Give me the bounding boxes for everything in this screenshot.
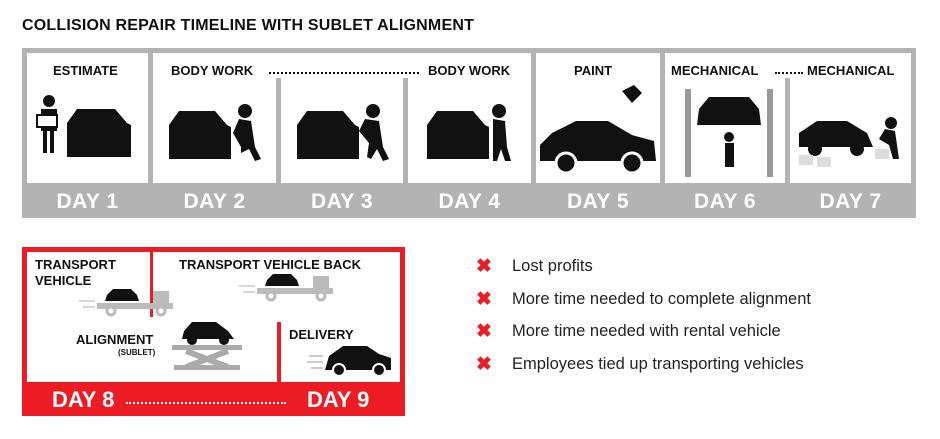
day-label: DAY 2 bbox=[183, 190, 246, 213]
drawback-item: ✖ Employees tied up transporting vehicles bbox=[476, 353, 804, 376]
body-repair-icon bbox=[297, 104, 389, 161]
transport-back-label: TRANSPORT VEHICLE BACK bbox=[179, 257, 362, 272]
day-label: DAY 3 bbox=[310, 190, 374, 213]
dotted-connector bbox=[775, 72, 803, 74]
divider bbox=[785, 78, 790, 188]
stage-label: BODY WORK bbox=[428, 63, 511, 78]
panel-bg bbox=[150, 317, 154, 382]
body-repair-icon bbox=[427, 104, 511, 161]
page-title: COLLISION REPAIR TIMELINE WITH SUBLET AL… bbox=[22, 17, 475, 34]
stage-label: MECHANICAL bbox=[807, 63, 895, 78]
tow-truck-icon bbox=[239, 274, 333, 302]
sublet-timeline-days-8-9: TRANSPORT VEHICLE TRANSPORT VEHICLE BACK… bbox=[22, 247, 405, 416]
stage-label: MECHANICAL bbox=[671, 63, 759, 78]
timeline-days-1-7: ESTIMATE BODY WORK BODY WORK PAINT MECHA… bbox=[22, 48, 916, 218]
stage-label: BODY WORK bbox=[171, 63, 254, 78]
transport-vehicle-label: TRANSPORT VEHICLE bbox=[35, 257, 116, 288]
day-label: DAY 6 bbox=[693, 190, 757, 213]
alignment-lift-icon bbox=[172, 322, 242, 370]
day-label: DAY 7 bbox=[819, 190, 882, 213]
divider bbox=[277, 322, 281, 382]
dotted-connector bbox=[126, 402, 286, 404]
x-icon: ✖ bbox=[476, 256, 492, 277]
lift-icon bbox=[685, 89, 773, 177]
day-label: DAY 4 bbox=[438, 190, 501, 213]
stage-label: ESTIMATE bbox=[53, 63, 118, 78]
paint-car-icon bbox=[540, 85, 656, 175]
panel-bg bbox=[27, 252, 150, 382]
divider bbox=[403, 78, 408, 188]
drawback-item: ✖ More time needed to complete alignment bbox=[476, 288, 811, 311]
panel-estimate: ESTIMATE bbox=[27, 53, 148, 183]
tow-truck-icon bbox=[79, 289, 173, 317]
panel-mechanical: MECHANICAL MECHANICAL bbox=[665, 53, 911, 188]
drawback-text: Employees tied up transporting vehicles bbox=[512, 355, 804, 373]
x-icon: ✖ bbox=[476, 289, 492, 310]
x-icon: ✖ bbox=[476, 354, 492, 375]
drawback-text: Lost profits bbox=[512, 257, 593, 275]
day-label: DAY 5 bbox=[566, 190, 630, 213]
drawback-text: More time needed to complete alignment bbox=[512, 290, 811, 308]
panel-body-work: BODY WORK BODY WORK bbox=[153, 53, 531, 188]
dotted-connector bbox=[269, 72, 419, 74]
body-repair-icon bbox=[169, 104, 261, 161]
engine-repair-icon bbox=[799, 117, 899, 167]
day-label: DAY 8 bbox=[52, 387, 115, 412]
stage-label: PAINT bbox=[574, 63, 613, 78]
alignment-note: (SUBLET) bbox=[118, 348, 156, 357]
delivery-car-icon bbox=[307, 346, 391, 377]
divider bbox=[276, 78, 281, 188]
panel-paint: PAINT bbox=[536, 53, 660, 183]
x-icon: ✖ bbox=[476, 321, 492, 342]
estimate-icon bbox=[36, 95, 131, 157]
alignment-label: ALIGNMENT bbox=[76, 332, 154, 347]
drawback-text: More time needed with rental vehicle bbox=[512, 322, 781, 340]
drawback-item: ✖ More time needed with rental vehicle bbox=[476, 320, 781, 343]
drawback-item: ✖ Lost profits bbox=[476, 255, 593, 278]
day-label: DAY 9 bbox=[307, 387, 370, 412]
delivery-label: DELIVERY bbox=[289, 327, 354, 342]
day-label: DAY 1 bbox=[56, 190, 119, 213]
